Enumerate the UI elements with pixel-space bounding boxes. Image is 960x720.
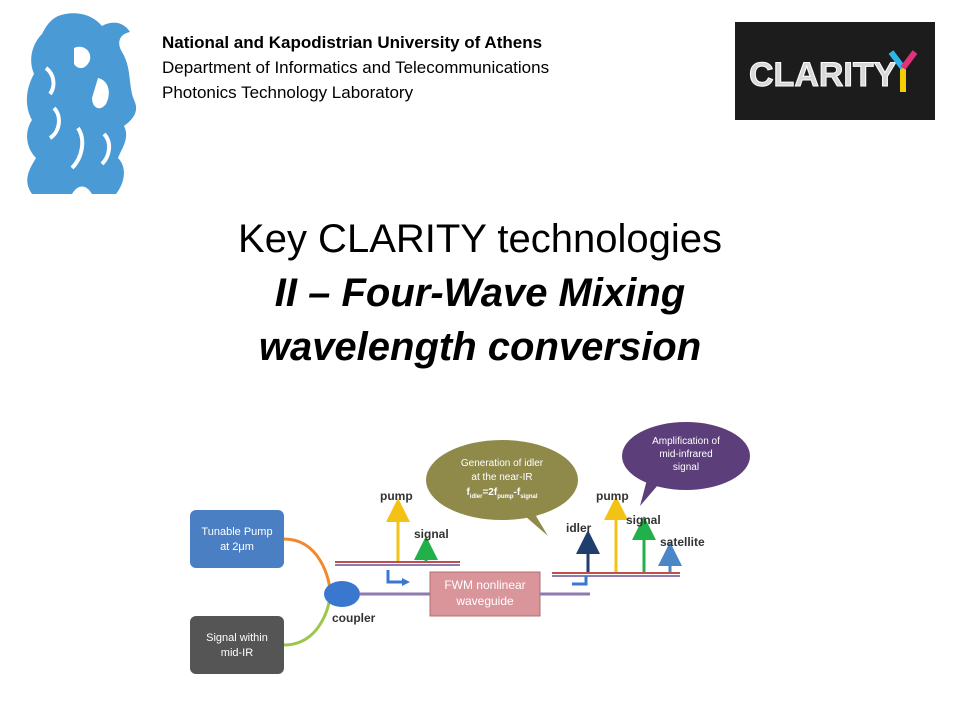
clarity-logo: CLARITY: [735, 22, 935, 120]
coupler-ellipse: [324, 581, 360, 607]
pump-source-label-1: Tunable Pump: [201, 526, 272, 538]
amp-bubble-line-2: mid-infrared: [659, 449, 712, 460]
slide-title: Key CLARITY technologies II – Four-Wave …: [0, 212, 960, 374]
input-flow-arrow: [386, 570, 404, 584]
fwm-diagram: Tunable Pump at 2μm Signal within mid-IR…: [180, 420, 760, 690]
output-satellite-label: satellite: [660, 535, 705, 549]
clarity-logo-text: CLARITY: [749, 56, 897, 94]
output-flow-arrow: [572, 576, 588, 586]
amp-bubble-line-3: signal: [673, 462, 699, 473]
waveguide-label-2: waveguide: [455, 594, 514, 608]
lab-name: Photonics Technology Laboratory: [162, 83, 414, 102]
input-signal-label: signal: [414, 527, 449, 541]
amplification-bubble: [622, 422, 750, 490]
amp-bubble-line-1: Amplification of: [652, 436, 720, 447]
department-name: Department of Informatics and Telecommun…: [162, 58, 550, 77]
title-line-2: II – Four-Wave Mixing: [274, 271, 686, 315]
institution-header: National and Kapodistrian University of …: [162, 30, 549, 105]
signal-source-label-1: Signal within: [206, 632, 268, 644]
signal-source-label-2: mid-IR: [221, 647, 253, 659]
output-idler-label: idler: [566, 521, 592, 535]
idler-formula: fidler=2fpump-fsignal: [466, 487, 537, 500]
idler-generation-bubble: [426, 440, 578, 520]
coupler-label: coupler: [332, 611, 376, 625]
idler-bubble-line-2: at the near-IR: [471, 472, 532, 483]
idler-bubble-line-1: Generation of idler: [461, 458, 544, 469]
signal-source-box: [190, 616, 284, 674]
pump-source-box: [190, 510, 284, 568]
input-pump-label: pump: [380, 489, 413, 503]
waveguide-label-1: FWM nonlinear: [444, 578, 525, 592]
university-name: National and Kapodistrian University of …: [162, 33, 543, 52]
university-logo: [20, 8, 142, 196]
output-signal-label: signal: [626, 513, 661, 527]
output-pump-label: pump: [596, 489, 629, 503]
title-line-3: wavelength conversion: [258, 325, 702, 369]
title-line-1: Key CLARITY technologies: [238, 217, 722, 261]
fwm-waveguide-box: [429, 571, 541, 617]
pump-source-label-2: at 2μm: [220, 541, 254, 553]
